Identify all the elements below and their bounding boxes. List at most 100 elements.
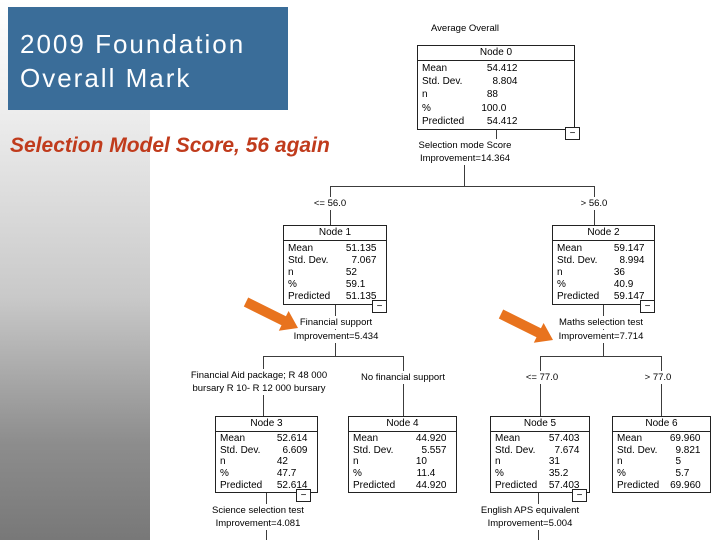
slide-subtitle: Selection Model Score, 56 again <box>10 134 330 157</box>
collapse-node-5-button[interactable]: − <box>572 489 587 502</box>
stat-label: % <box>557 279 566 291</box>
stat-value: 57.403 <box>548 433 580 445</box>
split-variable-node1: Financial support <box>275 316 397 329</box>
collapse-node-1-button[interactable]: − <box>372 300 387 313</box>
stat-value: 69.960 <box>670 479 701 491</box>
stat-value: 44.920 <box>415 433 447 445</box>
split-variable-node3: Science selection test <box>197 504 319 517</box>
branch-label-gt77: > 77.0 <box>628 371 688 384</box>
node-stat-row: Std. Dev. 8.994 <box>553 255 654 266</box>
node-stat-row: Mean 57.403 <box>491 433 589 444</box>
connector-line <box>540 356 541 416</box>
node-stat-row: n 10 <box>349 456 456 467</box>
node-stat-row: Std. Dev.8.804 <box>418 76 574 87</box>
stat-label: n <box>557 266 563 278</box>
stat-label: n <box>617 456 623 468</box>
stat-value: 7.674 <box>554 444 580 456</box>
split-variable-node2: Maths selection test <box>540 316 662 329</box>
split-improvement-node1: Improvement=5.434 <box>275 330 397 343</box>
stat-label: Std. Dev. <box>617 444 658 456</box>
collapse-node-2-button[interactable]: − <box>640 300 655 313</box>
stat-value: 40.9 <box>613 279 634 291</box>
stat-value: 54.412 <box>486 63 518 75</box>
connector-line <box>540 356 662 357</box>
split-improvement-node2: Improvement=7.714 <box>540 330 662 343</box>
connector-line <box>330 186 595 187</box>
stat-label: % <box>220 468 229 480</box>
stat-value: 88 <box>486 89 498 101</box>
node-stat-row: % 47.7 <box>216 468 317 479</box>
connector-line <box>661 356 662 416</box>
stat-value: 59.1 <box>345 279 366 291</box>
branch-label-financial-aid-line1: Financial Aid package; R 48 000 <box>190 370 328 381</box>
slide-title-line2: Overall Mark <box>20 63 192 93</box>
split-variable-node5: English APS equivalent <box>468 504 592 517</box>
stat-value: 9.821 <box>675 444 701 456</box>
stat-value: 52 <box>345 266 357 278</box>
stat-value: 47.7 <box>276 468 297 480</box>
stat-label: Std. Dev. <box>422 76 463 88</box>
stat-value: 54.412 <box>486 115 518 127</box>
split-improvement-node3: Improvement=4.081 <box>197 517 319 530</box>
node-title: Node 6 <box>613 417 710 432</box>
node-title: Node 1 <box>284 226 386 241</box>
collapse-node-3-button[interactable]: − <box>296 489 311 502</box>
stat-label: n <box>353 456 359 468</box>
stat-label: Predicted <box>617 479 660 491</box>
collapse-node-0-button[interactable]: − <box>565 127 580 140</box>
split-improvement-root: Improvement=14.364 <box>404 152 526 165</box>
stat-label: % <box>422 102 431 114</box>
slide-title-box: 2009 Foundation Overall Mark <box>8 7 288 110</box>
split-variable-root: Selection mode Score <box>404 139 526 152</box>
stat-label: % <box>495 468 504 480</box>
stat-label: Std. Dev. <box>288 254 329 266</box>
stat-value: 69.960 <box>669 433 701 445</box>
branch-label-financial-aid: Financial Aid package; R 48 000 bursary … <box>185 369 333 395</box>
stat-label: Predicted <box>495 479 538 491</box>
stat-value: 35.2 <box>548 468 569 480</box>
node-stat-row: %5.7 <box>613 468 710 479</box>
stat-label: Mean <box>220 433 246 445</box>
stat-label: Std. Dev. <box>557 254 598 266</box>
stat-label: n <box>495 456 501 468</box>
stat-value: 8.994 <box>619 254 645 266</box>
stat-value: 59.147 <box>613 242 645 254</box>
dependent-variable-label: Average Overall <box>405 22 525 35</box>
stat-label: % <box>353 468 362 480</box>
node-stat-row: Std. Dev.7.674 <box>491 445 589 456</box>
branch-label-gt56: > 56.0 <box>564 197 624 210</box>
slide-title-line1: 2009 Foundation <box>20 29 246 59</box>
stat-label: Predicted <box>557 291 600 303</box>
stat-label: Mean <box>353 433 379 445</box>
orange-arrow-icon <box>243 297 298 331</box>
stat-value: 52.614 <box>276 433 308 445</box>
stat-label: Predicted <box>422 115 465 127</box>
node-title: Node 0 <box>418 46 574 61</box>
stat-value: 51.135 <box>345 291 377 303</box>
branch-label-le77: <= 77.0 <box>512 371 572 384</box>
connector-line <box>403 356 404 416</box>
node-title: Node 4 <box>349 417 456 432</box>
node-stat-row: Mean 52.614 <box>216 433 317 444</box>
node-stat-row: %11.4 <box>349 468 456 479</box>
stat-label: Mean <box>495 433 521 445</box>
stat-value: 7.067 <box>351 254 377 266</box>
stat-label: % <box>288 279 297 291</box>
stat-value: 51.135 <box>345 242 377 254</box>
stat-value: 10 <box>415 456 427 468</box>
node-stat-row: Predicted 69.960 <box>613 480 710 491</box>
stat-value: 5.7 <box>675 468 690 480</box>
